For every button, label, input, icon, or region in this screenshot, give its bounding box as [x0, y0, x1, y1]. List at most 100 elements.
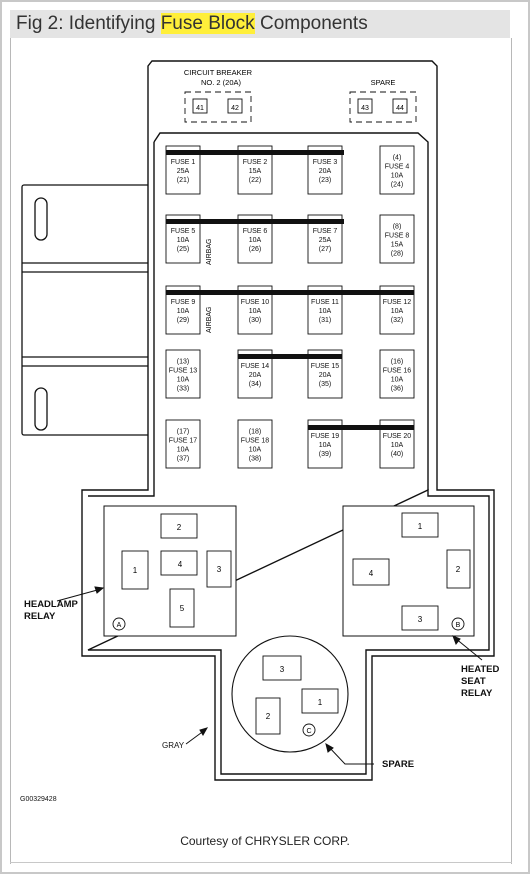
gray-arrowhead [199, 727, 209, 736]
fuse-18-text-3: (38) [249, 456, 261, 463]
heated-label-3: RELAY [461, 688, 493, 699]
headlamp-relay-a: 2 1 4 3 5 A [103, 505, 237, 637]
spare-callout-label: SPARE [382, 759, 414, 770]
fuse-10-text-2: (30) [249, 317, 261, 324]
fuse-13-text-0: (13) [177, 359, 189, 366]
fuse-19-text-1: 10A [319, 442, 332, 449]
circuit-breaker-label-1: CIRCUIT BREAKER [184, 68, 253, 77]
fuse-17-text-3: (37) [177, 456, 189, 463]
fuse-2-text-0: FUSE 2 [243, 159, 268, 166]
fuse-13-text-1: FUSE 13 [169, 368, 198, 375]
fuse-15-text-2: (35) [319, 381, 331, 388]
relay-b-terminal-2 [446, 549, 471, 589]
fuse-18 [237, 419, 273, 469]
callouts [56, 586, 483, 765]
relay-b-marker-circle [451, 617, 465, 631]
fuse-20-text-0: FUSE 20 [383, 433, 412, 440]
slot-42-label: 42 [231, 105, 239, 112]
spare-top-label: SPARE [371, 78, 396, 87]
bottom-border [10, 862, 512, 863]
fuse-13 [165, 349, 201, 399]
fuse-3-text-2: (23) [319, 177, 331, 184]
slot-43-label: 43 [361, 105, 369, 112]
bus-bar-row1 [166, 150, 344, 155]
fuse-3-text-1: 20A [319, 168, 332, 175]
relay-c-terminal-1 [301, 688, 339, 714]
circuit-breaker-group: CIRCUIT BREAKER NO. 2 (20A) 41 42 [184, 68, 253, 123]
relay-b-terminal-1 [401, 512, 439, 538]
fuse-17-text-2: 10A [177, 447, 190, 454]
fuse-5-text-0: FUSE 5 [171, 228, 196, 235]
relay-c-terminal-3-label: 3 [280, 665, 285, 674]
fuse-7-text-1: 25A [319, 237, 332, 244]
circuit-breaker-label-2: NO. 2 (20A) [201, 78, 242, 87]
fuse-18-text-1: FUSE 18 [241, 438, 270, 445]
bus-bar-row3 [166, 290, 414, 295]
fuse-12-text-0: FUSE 12 [383, 299, 412, 306]
fuse-16-text-3: (36) [391, 386, 403, 393]
headlamp-label-1: HEADLAMP [24, 599, 78, 610]
fuse-8-text-1: FUSE 8 [385, 233, 410, 240]
fuse-14-text-0: FUSE 14 [241, 363, 270, 370]
fuse-12-text-1: 10A [391, 308, 404, 315]
relay-b-marker: B [456, 622, 461, 629]
fuse-1-text-2: (21) [177, 177, 189, 184]
fuse-1-text-1: 25A [177, 168, 190, 175]
fuse-11-text-0: FUSE 11 [311, 299, 339, 306]
spare-leader [327, 745, 374, 765]
fuse-4-text-0: (4) [393, 155, 402, 162]
fuse-8-text-3: (28) [391, 251, 403, 258]
heated-leader [454, 637, 483, 661]
part-number: G00329428 [20, 796, 57, 803]
fuse-18-text-2: 10A [249, 447, 262, 454]
headlamp-leader [56, 588, 102, 602]
relay-b-terminal-4-label: 4 [369, 569, 374, 578]
fuse-10-text-0: FUSE 10 [241, 299, 270, 306]
relay-a-terminal-2 [160, 513, 198, 539]
relay-a-terminal-3-label: 3 [217, 565, 222, 574]
headlamp-arrowhead [94, 586, 105, 594]
relay-a-terminal-5 [169, 588, 195, 628]
fuse-14-text-2: (34) [249, 381, 261, 388]
bracket-outline [21, 184, 151, 436]
relay-c-terminal-3 [262, 655, 302, 681]
relay-b-terminal-3 [401, 605, 439, 631]
relay-panel-outline [87, 488, 490, 775]
mounting-bracket [21, 184, 151, 436]
bus-bar-row5 [308, 425, 414, 430]
fuse-2-text-2: (22) [249, 177, 261, 184]
fuse-panel-outline [153, 132, 429, 490]
fuse-8-text-0: (8) [393, 224, 402, 231]
fuse-16 [379, 349, 415, 399]
fuse-12-text-2: (32) [391, 317, 403, 324]
slot-44-label: 44 [396, 105, 404, 112]
fuse-15-text-0: FUSE 15 [311, 363, 340, 370]
fuse-8-text-2: 15A [391, 242, 404, 249]
figure-title: Fig 2: Identifying Fuse Block Components [10, 10, 510, 38]
airbag-label-1: AIRBAG [206, 239, 213, 265]
relay-c-terminal-1-label: 1 [318, 698, 323, 707]
fuse-16-text-1: FUSE 16 [383, 368, 412, 375]
slot-41-label: 41 [196, 105, 204, 112]
fuse-5-text-1: 10A [177, 237, 190, 244]
bracket-slot-top [34, 197, 48, 241]
fuse-17-text-0: (17) [177, 429, 189, 436]
fuse-19-text-0: FUSE 19 [311, 433, 340, 440]
fuse-6-text-2: (26) [249, 246, 261, 253]
fuse-16-text-0: (16) [391, 359, 403, 366]
fuse-2-text-1: 15A [249, 168, 262, 175]
fuse-9-text-2: (29) [177, 317, 189, 324]
fuse-19-text-2: (39) [319, 451, 331, 458]
fuse-4-text-2: 10A [391, 173, 404, 180]
spare-top-dashed-outline [349, 91, 417, 123]
fuse-1-text-0: FUSE 1 [171, 159, 196, 166]
heated-label-1: HEATED [461, 664, 499, 675]
courtesy-caption: Courtesy of CHRYSLER CORP. [180, 834, 350, 848]
relay-c-terminal-2-label: 2 [266, 712, 271, 721]
fuse-20-text-1: 10A [391, 442, 404, 449]
fuse-16-text-2: 10A [391, 377, 404, 384]
fuse-6-text-0: FUSE 6 [243, 228, 268, 235]
slot-43 [357, 98, 373, 114]
slot-44 [392, 98, 408, 114]
